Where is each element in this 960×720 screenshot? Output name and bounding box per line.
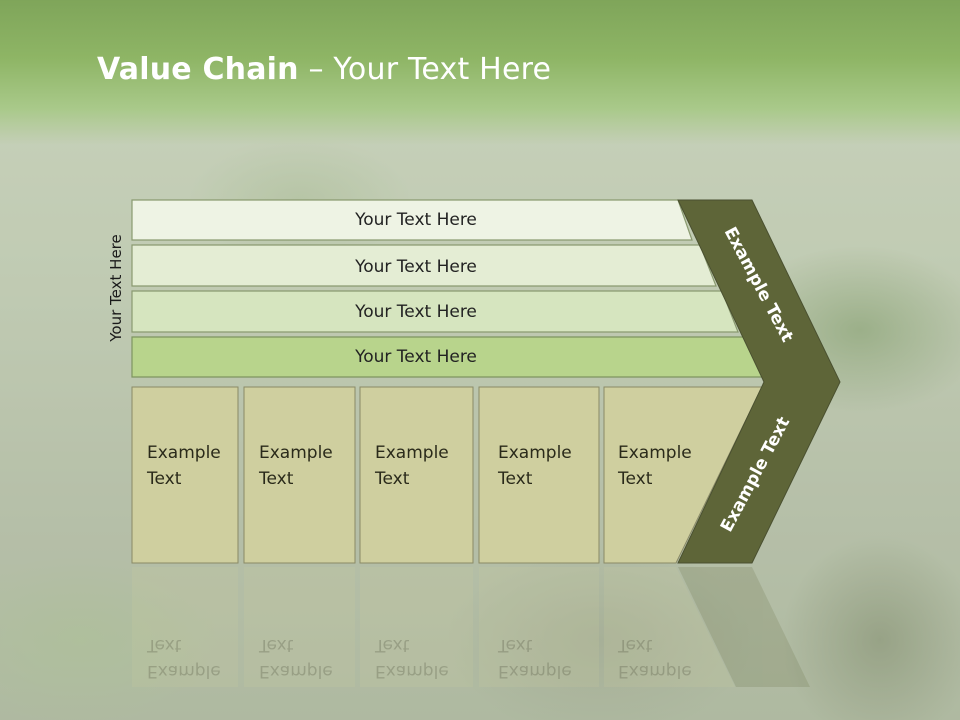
box-2-text-reflection: Example Text [259, 632, 359, 684]
row-2-shape [131, 244, 717, 287]
box-2[interactable] [243, 386, 356, 564]
box-3-line2: Text [375, 469, 410, 489]
row-3[interactable]: Your Text Here [131, 290, 739, 333]
box-2-line2: Text [259, 469, 294, 489]
box-5-text: Example Text [618, 440, 718, 492]
box-5[interactable] [603, 386, 763, 564]
row-3-shape [131, 290, 739, 333]
box-5-text-reflection: Example Text [618, 632, 718, 684]
box-2-reflect-line1: Example [259, 661, 333, 681]
box-1-reflect-line1: Example [147, 661, 221, 681]
row-1[interactable]: Your Text Here [131, 199, 693, 241]
box-1-reflect-line2: Text [147, 635, 182, 655]
box-5-reflection [604, 567, 735, 687]
box-4-reflect-line2: Text [498, 635, 533, 655]
box-3-reflect-line2: Text [375, 635, 410, 655]
box-3[interactable] [359, 386, 474, 564]
title-rest: – Your Text Here [298, 52, 552, 87]
box-1-text: Example Text [147, 440, 247, 492]
box-4-reflect-line1: Example [498, 661, 572, 681]
row-1-label: Your Text Here [354, 210, 477, 230]
box-2-text: Example Text [259, 440, 359, 492]
box-1-line1: Example [147, 443, 221, 463]
box-5-line2: Text [618, 469, 653, 489]
row-2-label: Your Text Here [354, 257, 477, 277]
box-4-line1: Example [498, 443, 572, 463]
box-4-reflection [479, 567, 599, 687]
box-5-reflect-line1: Example [618, 661, 692, 681]
box-4-text: Example Text [498, 440, 598, 492]
box-3-text-reflection: Example Text [375, 632, 475, 684]
box-4[interactable] [478, 386, 600, 564]
chevron-arrow[interactable] [677, 199, 841, 564]
box-3-text: Example Text [375, 440, 475, 492]
row-3-label: Your Text Here [354, 302, 477, 322]
box-1[interactable] [131, 386, 239, 564]
row-4[interactable]: Your Text Here [131, 336, 763, 378]
box-3-line1: Example [375, 443, 449, 463]
box-2-reflect-line2: Text [259, 635, 294, 655]
box-1-reflection [132, 567, 238, 687]
page-title: Value Chain – Your Text Here [97, 52, 551, 87]
reflection [132, 567, 810, 687]
header-band [0, 0, 960, 145]
row-4-label: Your Text Here [354, 347, 477, 367]
box-3-reflection [360, 567, 473, 687]
box-1-line2: Text [147, 469, 182, 489]
box-3-reflect-line1: Example [375, 661, 449, 681]
box-4-line2: Text [498, 469, 533, 489]
box-4-text-reflection: Example Text [498, 632, 598, 684]
row-2[interactable]: Your Text Here [131, 244, 717, 287]
box-2-line1: Example [259, 443, 333, 463]
box-5-line1: Example [618, 443, 692, 463]
box-1-text-reflection: Example Text [147, 632, 247, 684]
box-5-reflect-line2: Text [618, 635, 653, 655]
chevron-reflection [678, 567, 810, 687]
title-bold: Value Chain [97, 52, 299, 87]
box-2-reflection [244, 567, 355, 687]
row-1-shape [131, 199, 693, 241]
